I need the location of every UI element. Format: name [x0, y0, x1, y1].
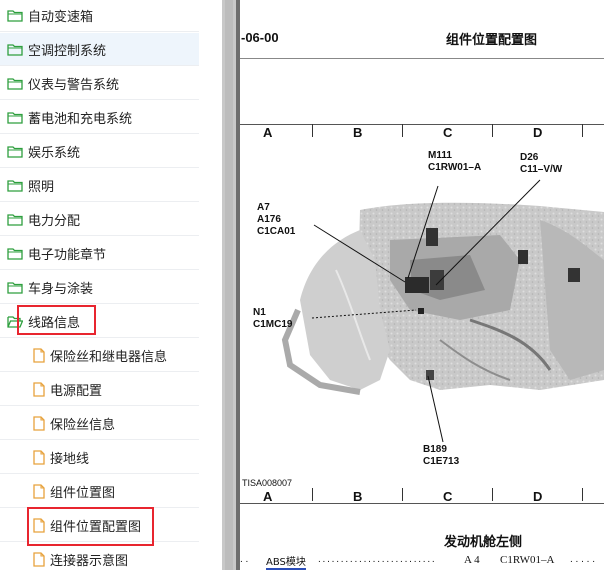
sidebar-item-label: 连接器示意图 — [50, 554, 129, 569]
callout-a7: A7 A176 C1CA01 — [257, 202, 296, 237]
sidebar-item-label: 娱乐系统 — [28, 146, 81, 161]
column-letter: B — [353, 489, 363, 504]
column-letter: A — [263, 125, 273, 140]
column-tick — [312, 124, 313, 137]
column-ruler-top — [240, 124, 604, 125]
callout-m111: M111 C1RW01–A — [428, 150, 482, 173]
column-tick — [402, 124, 403, 137]
document-icon — [31, 484, 47, 499]
sidebar-item-label: 仪表与警告系统 — [28, 78, 120, 93]
scrollbar-thumb[interactable] — [225, 0, 233, 570]
sidebar-item-label: 组件位置图 — [50, 486, 116, 501]
sidebar-item-label: 车身与涂装 — [28, 282, 94, 297]
folder-icon — [7, 212, 23, 227]
sidebar-item-label: 接地线 — [50, 452, 90, 467]
sidebar-item-label: 电源配置 — [50, 384, 103, 399]
sidebar-item-6[interactable]: 电力分配 — [0, 203, 199, 236]
figure-id: TISA008007 — [242, 478, 293, 488]
folder-icon — [7, 246, 23, 261]
folder-icon — [7, 178, 23, 193]
folder-icon — [7, 42, 23, 57]
column-letter: C — [443, 489, 453, 504]
sidebar-item-12[interactable]: 保险丝信息 — [0, 407, 199, 440]
sidebar-item-label: 线路信息 — [28, 316, 81, 331]
folder-open-icon — [7, 314, 24, 329]
sidebar-item-label: 照明 — [28, 180, 55, 195]
document-icon — [31, 518, 47, 533]
folder-icon — [7, 144, 23, 159]
sidebar-item-11[interactable]: 电源配置 — [0, 373, 199, 406]
sidebar-item-3[interactable]: 蓄电池和充电系统 — [0, 101, 199, 134]
document-icon — [31, 552, 47, 567]
column-ruler-bottom — [240, 503, 604, 504]
sidebar-item-2[interactable]: 仪表与警告系统 — [0, 67, 199, 100]
index-trail: . . . . . — [570, 554, 596, 565]
index-leader-dots: . . . . . . . . . . . . . . . . . . . . … — [318, 554, 435, 565]
page-title: 组件位置配置图 — [446, 33, 538, 48]
sidebar-item-label: 蓄电池和充电系统 — [28, 112, 133, 127]
index-entry-name[interactable]: ABS模块 — [266, 553, 306, 570]
sidebar-item-label: 组件位置配置图 — [50, 520, 142, 535]
sidebar-item-label: 电力分配 — [28, 214, 81, 229]
sidebar-item-8[interactable]: 车身与涂装 — [0, 271, 199, 304]
sidebar-item-1[interactable]: 空调控制系统 — [0, 33, 199, 66]
sidebar-item-10[interactable]: 保险丝和继电器信息 — [0, 339, 199, 372]
document-edge — [236, 0, 240, 570]
column-letter: C — [443, 125, 453, 140]
sidebar-item-16[interactable]: 连接器示意图 — [0, 543, 199, 570]
sidebar-item-4[interactable]: 娱乐系统 — [0, 135, 199, 168]
folder-icon — [7, 76, 23, 91]
sidebar-item-label: 自动变速箱 — [28, 10, 94, 25]
column-letter: A — [263, 489, 273, 504]
sidebar-item-9[interactable]: 线路信息 — [0, 305, 199, 338]
callout-d26: D26 C11–V/W — [520, 152, 563, 175]
column-tick — [492, 124, 493, 137]
column-letter: B — [353, 125, 363, 140]
index-lead: . . — [240, 554, 249, 565]
column-letter: D — [533, 125, 543, 140]
figure-caption: 发动机舱左侧 — [444, 535, 523, 550]
highlight-box-0 — [17, 305, 96, 335]
sidebar-item-15[interactable]: 组件位置配置图 — [0, 509, 199, 542]
sidebar-item-0[interactable]: 自动变速箱 — [0, 0, 199, 32]
document-viewer: -06-00 组件位置配置图 — [240, 0, 604, 570]
sidebar-item-5[interactable]: 照明 — [0, 169, 199, 202]
column-tick — [492, 488, 493, 501]
column-tick — [582, 124, 583, 137]
document-icon — [31, 348, 47, 363]
folder-icon — [7, 280, 23, 295]
column-tick — [312, 488, 313, 501]
index-connector: C1RW01–A — [500, 554, 555, 566]
document-icon — [31, 416, 47, 431]
section-code: -06-00 — [241, 30, 279, 45]
document-icon — [31, 382, 47, 397]
sidebar-item-label: 保险丝和继电器信息 — [50, 350, 168, 365]
folder-icon — [7, 110, 23, 125]
callout-b189: B189 C1E713 — [423, 444, 460, 467]
header-rule — [240, 58, 604, 59]
sidebar-item-13[interactable]: 接地线 — [0, 441, 199, 474]
highlight-box-1 — [27, 507, 154, 546]
callout-n1: N1 C1MC19 — [253, 307, 293, 330]
column-tick — [582, 488, 583, 501]
sidebar-item-label: 电子功能章节 — [28, 248, 107, 263]
folder-icon — [7, 8, 23, 23]
navigation-tree: 自动变速箱空调控制系统仪表与警告系统蓄电池和充电系统娱乐系统照明电力分配电子功能… — [0, 0, 222, 570]
column-tick — [402, 488, 403, 501]
index-location: A 4 — [464, 554, 480, 566]
sidebar-item-label: 保险丝信息 — [50, 418, 116, 433]
sidebar-item-label: 空调控制系统 — [28, 44, 107, 59]
column-letter: D — [533, 489, 543, 504]
sidebar-item-7[interactable]: 电子功能章节 — [0, 237, 199, 270]
sidebar-item-14[interactable]: 组件位置图 — [0, 475, 199, 508]
document-icon — [31, 450, 47, 465]
engine-compartment-figure — [281, 179, 604, 443]
